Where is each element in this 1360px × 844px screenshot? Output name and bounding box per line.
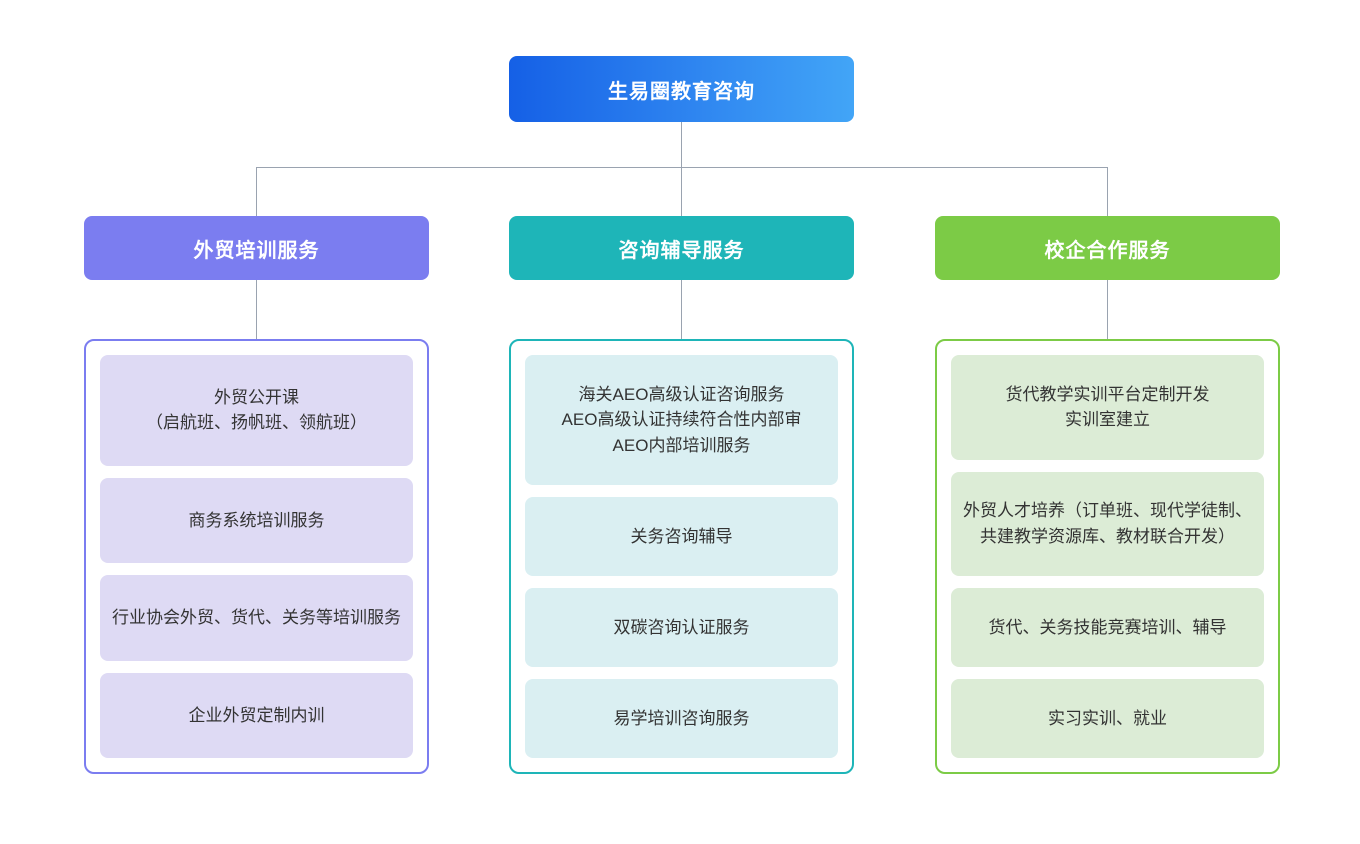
connector-root-stem — [681, 122, 682, 167]
card-item[interactable]: 易学培训咨询服务 — [525, 679, 838, 758]
card-item[interactable]: 商务系统培训服务 — [100, 477, 413, 564]
column-box-school-enterprise-cooperation: 货代教学实训平台定制开发 实训室建立 外贸人才培养（订单班、现代学徒制、共建教学… — [935, 339, 1280, 774]
card-item[interactable]: 货代、关务技能竞赛培训、辅导 — [951, 588, 1264, 667]
connector-bus-to-col-1 — [256, 167, 257, 216]
connector-bus-to-col-3 — [1107, 167, 1108, 216]
column-header-foreign-trade-training[interactable]: 外贸培训服务 — [84, 216, 429, 280]
column-header-consulting-tutoring[interactable]: 咨询辅导服务 — [509, 216, 854, 280]
card-item[interactable]: 海关AEO高级认证咨询服务 AEO高级认证持续符合性内部审 AEO内部培训服务 — [525, 355, 838, 485]
column-header-school-enterprise-cooperation[interactable]: 校企合作服务 — [935, 216, 1280, 280]
card-item[interactable]: 双碳咨询认证服务 — [525, 588, 838, 667]
connector-col-2-header-to-box — [681, 280, 682, 339]
card-item[interactable]: 实习实训、就业 — [951, 679, 1264, 758]
column-box-foreign-trade-training: 外贸公开课 （启航班、扬帆班、领航班） 商务系统培训服务 行业协会外贸、货代、关… — [84, 339, 429, 774]
card-item[interactable]: 关务咨询辅导 — [525, 497, 838, 576]
card-item[interactable]: 企业外贸定制内训 — [100, 672, 413, 758]
card-item[interactable]: 行业协会外贸、货代、关务等培训服务 — [100, 575, 413, 661]
card-item[interactable]: 外贸公开课 （启航班、扬帆班、领航班） — [100, 355, 413, 466]
connector-bus-to-col-2 — [681, 167, 682, 216]
column-box-consulting-tutoring: 海关AEO高级认证咨询服务 AEO高级认证持续符合性内部审 AEO内部培训服务 … — [509, 339, 854, 774]
connector-col-1-header-to-box — [256, 280, 257, 339]
connector-col-3-header-to-box — [1107, 280, 1108, 339]
card-item[interactable]: 外贸人才培养（订单班、现代学徒制、共建教学资源库、教材联合开发） — [951, 471, 1264, 576]
card-item[interactable]: 货代教学实训平台定制开发 实训室建立 — [951, 355, 1264, 460]
root-node[interactable]: 生易圈教育咨询 — [509, 56, 854, 122]
